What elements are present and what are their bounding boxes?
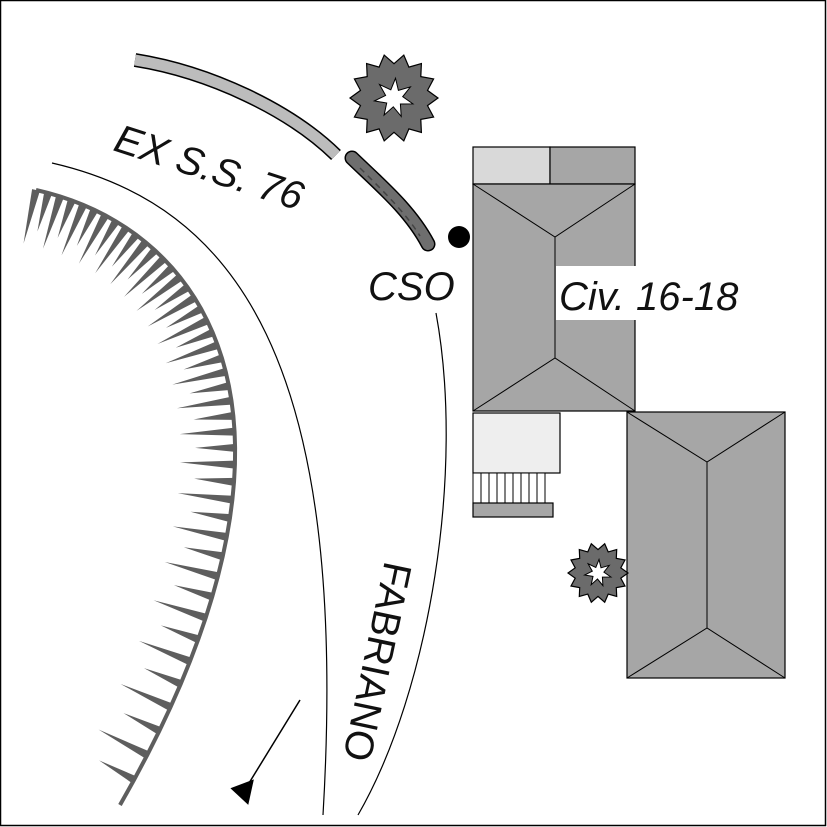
embankment-tick bbox=[189, 382, 230, 394]
embankment-tick bbox=[110, 239, 149, 285]
embankment-tick bbox=[183, 547, 224, 561]
embankment-tick bbox=[153, 600, 207, 622]
stair-box bbox=[472, 472, 546, 504]
embankment-tick bbox=[99, 760, 137, 784]
road-edge-outer bbox=[357, 312, 447, 816]
embankment-tick bbox=[23, 189, 40, 244]
embankment-tick bbox=[157, 316, 209, 344]
embankment-tick bbox=[165, 341, 219, 364]
embankment-tick bbox=[172, 526, 228, 541]
embankment-tick bbox=[172, 367, 227, 385]
building-roof-east bbox=[626, 411, 786, 679]
stairs bbox=[472, 472, 546, 504]
embankment-tick bbox=[154, 283, 190, 310]
embankment-tick bbox=[147, 294, 197, 327]
embankment-tick bbox=[176, 396, 233, 409]
embankment-tick bbox=[143, 668, 183, 688]
embankment-tick bbox=[123, 713, 162, 735]
tree-icon bbox=[348, 54, 440, 142]
embankment-tick bbox=[141, 264, 175, 294]
tree-trunk bbox=[372, 76, 415, 118]
building-label: Civ. 16-18 bbox=[559, 275, 739, 319]
embankment-tick bbox=[165, 305, 204, 328]
annex bbox=[472, 412, 561, 474]
arrow-down-left-icon bbox=[230, 699, 301, 805]
tree-icon bbox=[566, 542, 630, 604]
embankment-tick bbox=[164, 562, 219, 581]
embankment-tick bbox=[136, 274, 183, 311]
embankment-tick bbox=[124, 255, 167, 297]
manhole-dot-icon bbox=[448, 226, 470, 248]
building-roof-light bbox=[472, 146, 551, 185]
embankment-tick bbox=[76, 208, 98, 246]
embankment-tick bbox=[190, 511, 231, 523]
embankment-tick bbox=[95, 225, 130, 274]
annex-with-stairs bbox=[472, 412, 561, 518]
tree-trunk bbox=[582, 557, 613, 588]
building-label-bg bbox=[556, 266, 768, 320]
embankment-tick bbox=[195, 443, 236, 452]
embankment-tick bbox=[127, 247, 158, 280]
embankment-tick bbox=[175, 328, 215, 348]
embankment-tick bbox=[42, 195, 64, 249]
embankment-hatching bbox=[23, 188, 238, 806]
embankment-tick bbox=[37, 191, 52, 232]
hedge-texture bbox=[359, 167, 421, 237]
embankment-tick bbox=[138, 640, 192, 666]
embankment-tick bbox=[179, 427, 235, 436]
building-east bbox=[626, 411, 786, 679]
guardrail bbox=[134, 54, 340, 159]
embankment-tick bbox=[179, 460, 236, 469]
embankment-tick bbox=[120, 683, 173, 711]
building-roof-portion bbox=[549, 146, 636, 185]
embankment-tick bbox=[177, 493, 233, 504]
embankment-tick bbox=[98, 729, 150, 759]
road-edge-inner bbox=[51, 162, 328, 816]
step-landing bbox=[472, 502, 554, 518]
embankment-tick bbox=[61, 203, 87, 256]
cso-label: CSO bbox=[368, 265, 455, 309]
embankment-tick bbox=[173, 585, 214, 601]
embankment-tick bbox=[94, 219, 120, 256]
embankment-tick bbox=[183, 354, 224, 370]
embankment-tick bbox=[194, 477, 235, 486]
hedge bbox=[346, 152, 434, 250]
embankment-tick bbox=[160, 625, 200, 644]
embankment-edge bbox=[35, 188, 238, 806]
embankment-tick bbox=[111, 232, 140, 267]
embankment-tick bbox=[78, 213, 109, 264]
embankment-tick bbox=[57, 199, 76, 238]
embankment-tick bbox=[193, 411, 234, 420]
